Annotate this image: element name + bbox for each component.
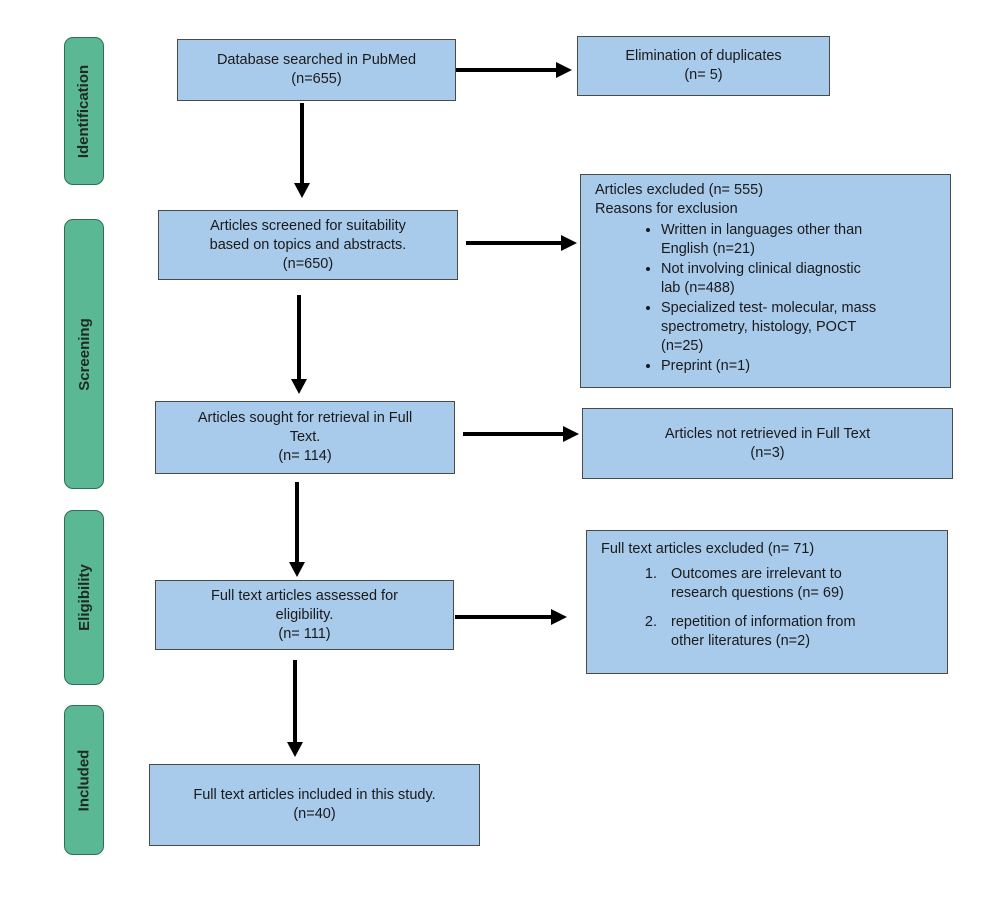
included-box: Full text articles included in this stud…: [149, 764, 480, 846]
arrowhead-down-3: [289, 562, 305, 577]
assessed-box: Full text articles assessed for eligibil…: [155, 580, 454, 650]
assessed-line2: eligibility.: [275, 606, 334, 623]
not-retrieved-box: Articles not retrieved in Full Text (n=3…: [582, 408, 953, 479]
screened-line1: Articles screened for suitability: [210, 217, 406, 234]
exclusion-reasons-heading: Reasons for exclusion: [595, 201, 738, 217]
database-search-text: Database searched in PubMed: [216, 52, 417, 68]
duplicates-text: Elimination of duplicates: [625, 48, 782, 64]
arrowhead-ft-excluded: [551, 609, 567, 625]
exclusion-reason: Specialized test- molecular, massspectro…: [661, 299, 936, 356]
exclusion-reason: Preprint (n=1): [661, 357, 936, 376]
included-count: (n=40): [293, 806, 336, 822]
stage-screening: Screening: [64, 219, 104, 489]
database-search-box: Database searched in PubMed (n=655): [177, 39, 456, 101]
sought-line2: Text.: [289, 429, 321, 445]
assessed-count: (n= 111): [278, 625, 331, 642]
screened-box: Articles screened for suitability based …: [158, 210, 458, 280]
arrowhead-down-4: [287, 742, 303, 757]
sought-count: (n= 114): [278, 448, 332, 464]
ft-excluded-box: Full text articles excluded (n= 71) Outc…: [586, 530, 948, 674]
arrowhead-not-retrieved: [563, 426, 579, 442]
stage-included: Included: [64, 705, 104, 855]
ft-excluded-heading: Full text articles excluded (n= 71): [601, 541, 815, 557]
excluded-heading: Articles excluded (n= 555): [595, 182, 764, 198]
excluded-box: Articles excluded (n= 555) Reasons for e…: [580, 174, 951, 388]
arrowhead-down-1: [294, 183, 310, 198]
database-search-count: (n=655): [291, 71, 342, 87]
screened-count: (n=650): [282, 255, 334, 272]
arrowhead-excluded: [561, 235, 577, 251]
sought-box: Articles sought for retrieval in Full Te…: [155, 401, 455, 474]
included-line1: Full text articles included in this stud…: [193, 787, 436, 803]
screened-line2: based on topics and abstracts.: [209, 236, 407, 253]
arrowhead-down-2: [291, 379, 307, 394]
stage-identification: Identification: [64, 37, 104, 185]
arrowhead-duplicates: [556, 62, 572, 78]
not-retrieved-text: Articles not retrieved in Full Text: [664, 425, 871, 442]
assessed-line1: Full text articles assessed for: [211, 587, 398, 604]
duplicates-count: (n= 5): [684, 67, 723, 83]
not-retrieved-count: (n=3): [750, 444, 785, 461]
sought-line1: Articles sought for retrieval in Full: [197, 410, 413, 426]
duplicates-box: Elimination of duplicates (n= 5): [577, 36, 830, 96]
stage-eligibility: Eligibility: [64, 510, 104, 685]
